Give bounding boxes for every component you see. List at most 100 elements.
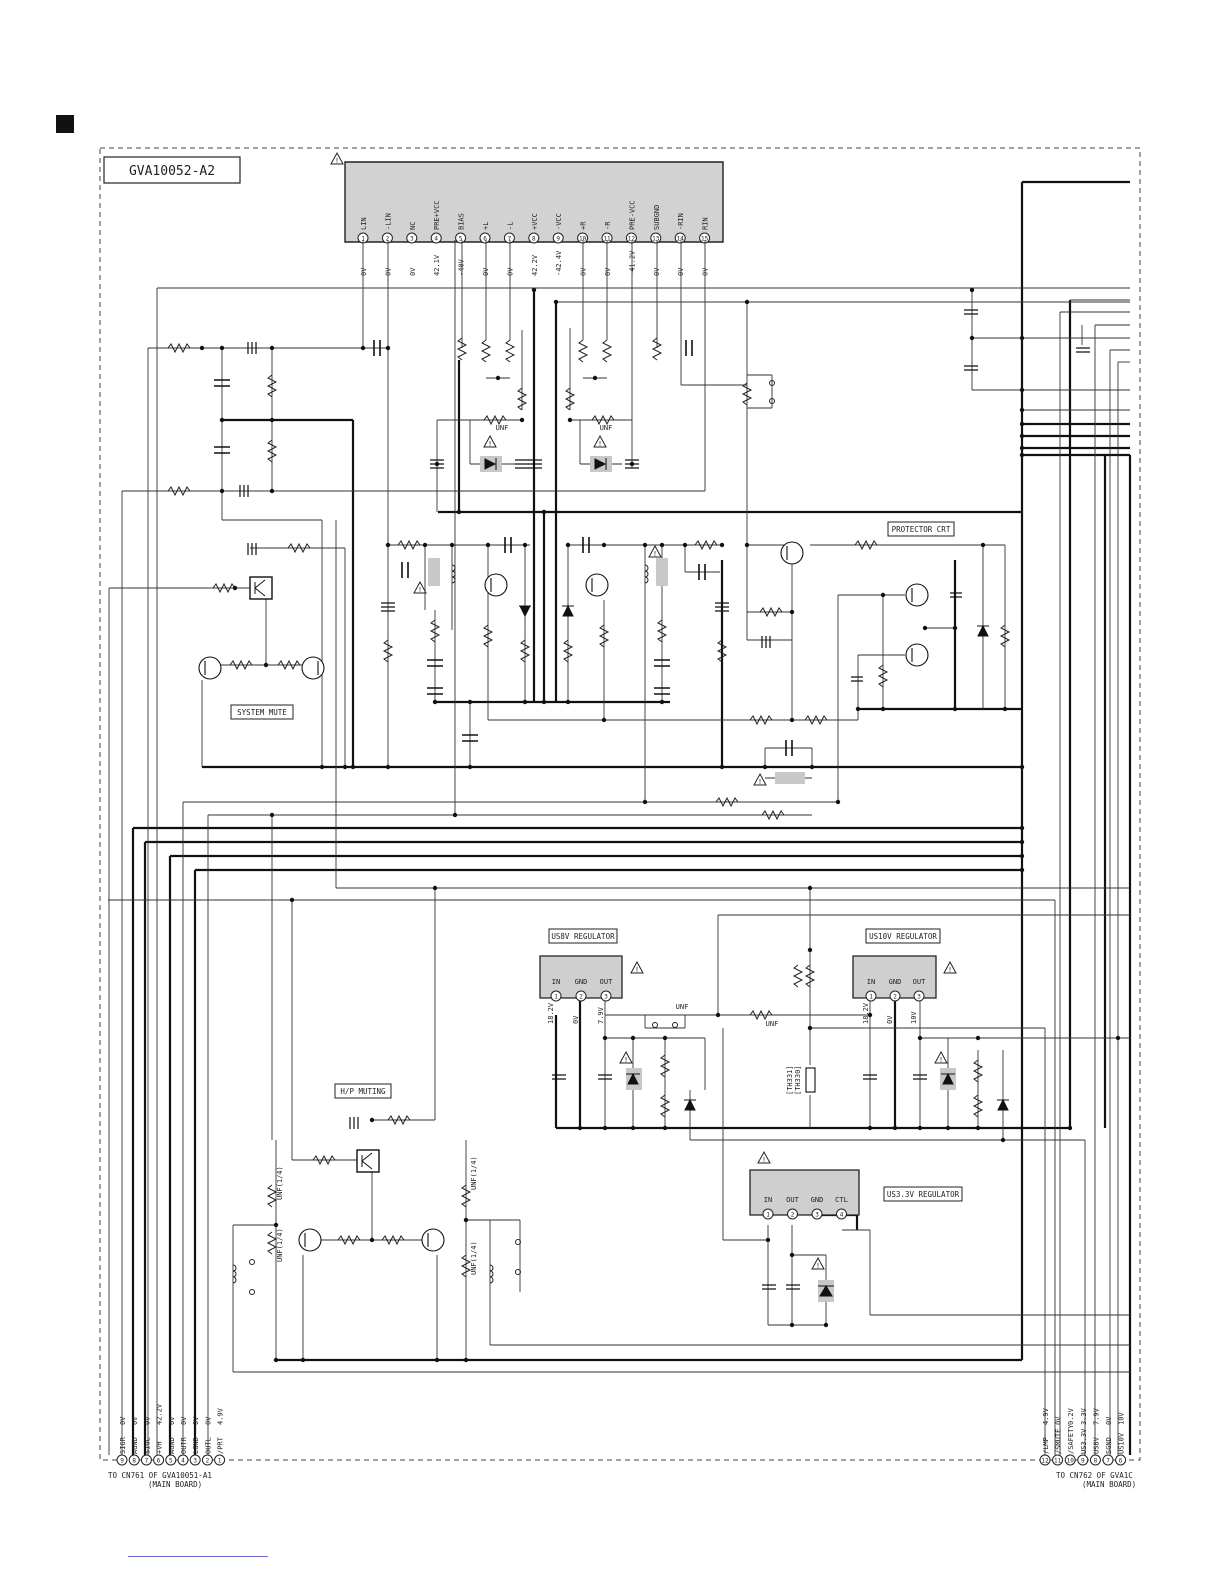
- ic-pin: [528, 232, 540, 244]
- connector-pin: [177, 1454, 189, 1466]
- connector-pin: [140, 1454, 152, 1466]
- junction-dot: [449, 542, 455, 548]
- regulator-pin-number: 2: [579, 994, 583, 1001]
- regulator-pin-voltage: 0V: [886, 1015, 894, 1024]
- connector-pin-number: 8: [132, 1458, 136, 1465]
- connector-left-caption: TO CN761 OF GVA10051-A1: [108, 1471, 212, 1480]
- ic-pin-number: 8: [532, 236, 536, 243]
- ic-pin-name: LIN: [360, 217, 368, 230]
- board-id: GVA10052-A2: [129, 164, 215, 179]
- ic-pin-name: RIN: [702, 217, 710, 230]
- junction-dot: [456, 509, 462, 515]
- junction-dot: [892, 1125, 898, 1131]
- transistors: [198, 541, 929, 1252]
- us8v-label: US8V REGULATOR: [551, 932, 615, 941]
- ic-pin-name: NC: [409, 222, 417, 230]
- connector-pin: [189, 1454, 201, 1466]
- ic-pin-number: 1: [361, 236, 365, 243]
- ic-pin-number: 13: [652, 236, 660, 243]
- junction-dot: [602, 1125, 608, 1131]
- connector-pin: [1102, 1454, 1114, 1466]
- diodes: [484, 458, 1009, 1297]
- junction-dot: [522, 542, 528, 548]
- junction-dot: [835, 799, 841, 805]
- ic-pin: [674, 232, 686, 244]
- junction-dot: [485, 542, 491, 548]
- ic-pin: [479, 232, 491, 244]
- connector-pin-number: 1: [218, 1458, 222, 1465]
- ic-pin-number: 6: [483, 236, 487, 243]
- signal-wiring: [108, 240, 1130, 1455]
- amp-ic-pins: 1LIN0V2-LIN0V3NC0V4PRE+VCC42.1V5BIAS-40V…: [357, 200, 711, 276]
- connector-pin-number: 9: [1081, 1458, 1085, 1465]
- junction-dot: [495, 375, 501, 381]
- warning-icon: [619, 1051, 633, 1065]
- junction-dot: [467, 764, 473, 770]
- connector-pin-voltage: 0V: [168, 1416, 176, 1425]
- junction-dot: [682, 542, 688, 548]
- connector-pin-number: 6: [157, 1458, 161, 1465]
- ic-pin-number: 12: [628, 236, 636, 243]
- junction-dot: [300, 1357, 306, 1363]
- protector-label: PROTECTOR CRT: [892, 525, 951, 534]
- regulator-pin-name: IN: [867, 978, 875, 986]
- us33v-label: US3.3V REGULATOR: [887, 1190, 960, 1199]
- ic-pin-name: PRE-VCC: [628, 200, 636, 230]
- ic-pin-number: 2: [386, 236, 390, 243]
- junction-dot: [1115, 1035, 1121, 1041]
- junction-dot: [789, 609, 795, 615]
- warning-icon: [757, 1151, 771, 1165]
- system-mute-label: SYSTEM MUTE: [237, 708, 287, 717]
- junction-dot: [659, 542, 665, 548]
- junction-dot: [630, 1125, 636, 1131]
- junction-dot: [273, 1222, 279, 1228]
- ic-pin-voltage: -42.4V: [555, 250, 563, 276]
- junction-dot: [1019, 335, 1025, 341]
- junction-dot: [385, 345, 391, 351]
- junction-dot: [463, 1217, 469, 1223]
- junction-dot: [432, 699, 438, 705]
- ic-pin: [455, 232, 467, 244]
- connector-pin-name: SIGL: [143, 1437, 151, 1454]
- junction-dot: [765, 1237, 771, 1243]
- ic-pin-voltage: 0V: [580, 267, 588, 276]
- connector-right: 12/LMP4.9V11/SMUTE0V10/SAFETY0.2V9US3.3V…: [1039, 1407, 1127, 1466]
- junction-dot: [1019, 853, 1025, 859]
- junction-dot: [577, 1125, 583, 1131]
- connector-pin-name: /SAFETY: [1067, 1424, 1075, 1454]
- junction-dot: [662, 1035, 668, 1041]
- ic-pin-name: -RIN: [677, 213, 685, 230]
- junction-dot: [789, 1322, 795, 1328]
- thermistor-label: [TH330]: [794, 1065, 802, 1095]
- power-buses: [131, 180, 1132, 1455]
- connector-pin-voltage: 3.3V: [1080, 1407, 1088, 1425]
- junction-dot: [1019, 387, 1025, 393]
- connector-pin-voltage: 0V: [131, 1416, 139, 1425]
- junction-dot: [432, 885, 438, 891]
- connector-right-caption2: (MAIN BOARD): [1082, 1480, 1136, 1489]
- warning-icon: [943, 961, 957, 975]
- junction-dot: [273, 1357, 279, 1363]
- junction-dot: [867, 1012, 873, 1018]
- junction-dot: [952, 706, 958, 712]
- us8v-label-box: [548, 928, 618, 944]
- regulator-pin-voltage: 18.2V: [547, 1002, 555, 1024]
- regulator-pin-number: 1: [766, 1212, 770, 1219]
- connector-pin-voltage: 4.9V: [217, 1407, 225, 1425]
- board-id-box: [103, 156, 241, 184]
- junction-dot: [269, 417, 275, 423]
- junction-dot: [219, 345, 225, 351]
- regulator-pin: [762, 1208, 774, 1220]
- warning-icon: [593, 435, 607, 449]
- unf-label: UNF: [496, 424, 509, 432]
- junction-dot: [807, 1025, 813, 1031]
- junction-dot: [823, 1322, 829, 1328]
- us10v-label: US10V REGULATOR: [869, 932, 937, 941]
- junction-dot: [969, 287, 975, 293]
- connector-pin-name: /PRT: [217, 1436, 225, 1454]
- junction-dot: [567, 417, 573, 423]
- junction-dot: [1019, 445, 1025, 451]
- junction-dot: [744, 542, 750, 548]
- connector-pin-number: 7: [1106, 1458, 1110, 1465]
- unf-label: UNF: [600, 424, 613, 432]
